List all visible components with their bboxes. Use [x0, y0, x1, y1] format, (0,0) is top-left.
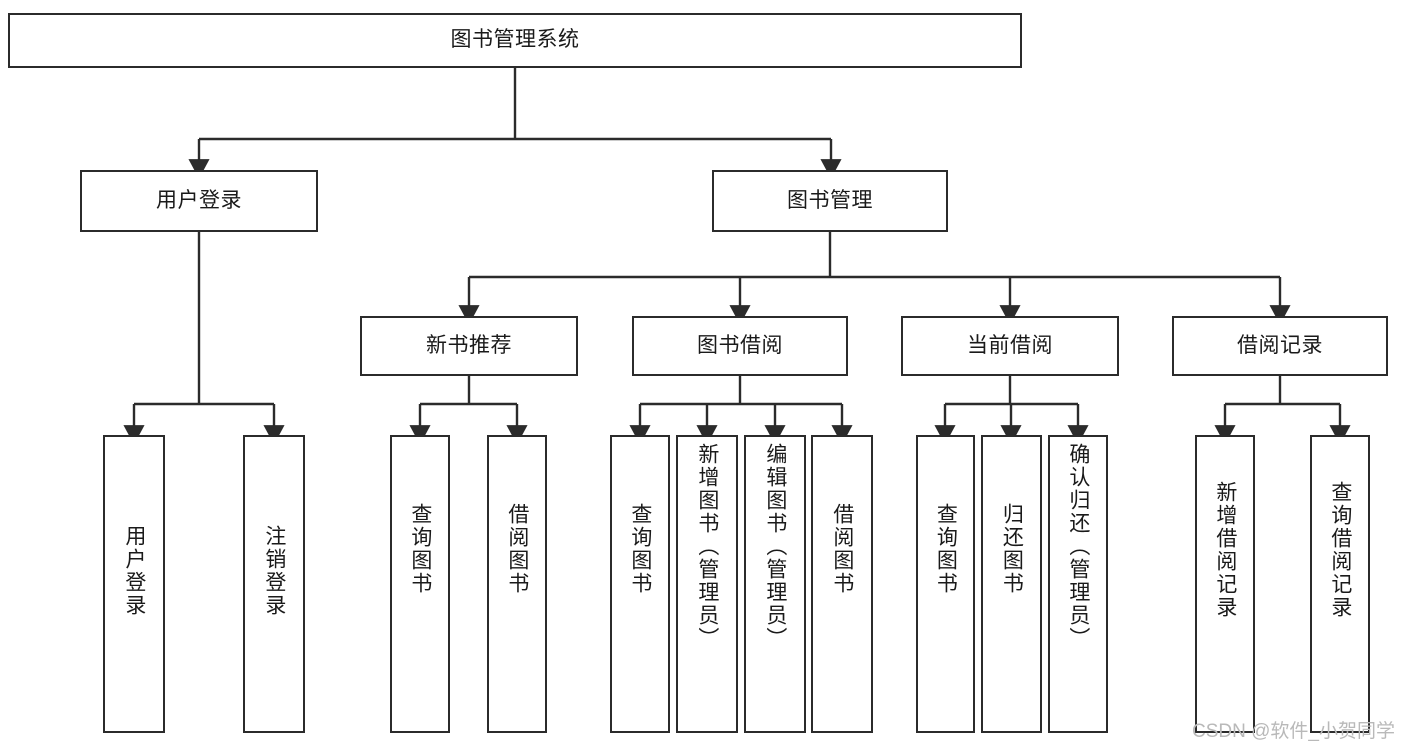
- node-label: 借阅图书: [830, 503, 854, 595]
- node-label: 图书借阅: [697, 333, 783, 357]
- node-label: 新增图书（管理员）: [695, 443, 719, 650]
- node-leaf-user-login[interactable]: 用户登录: [103, 435, 165, 733]
- node-label: 归还图书: [1000, 503, 1024, 595]
- node-leaf-logout[interactable]: 注销登录: [243, 435, 305, 733]
- node-leaf-return-book[interactable]: 归还图书: [981, 435, 1042, 733]
- node-book-manage[interactable]: 图书管理: [712, 170, 948, 232]
- node-label: 用户登录: [156, 188, 242, 212]
- node-label: 查询借阅记录: [1328, 481, 1352, 619]
- node-borrow-record[interactable]: 借阅记录: [1172, 316, 1388, 376]
- node-leaf-query-book-2[interactable]: 查询图书: [610, 435, 670, 733]
- node-new-book-rec[interactable]: 新书推荐: [360, 316, 578, 376]
- node-leaf-query-record[interactable]: 查询借阅记录: [1310, 435, 1370, 733]
- node-leaf-add-book[interactable]: 新增图书（管理员）: [676, 435, 738, 733]
- node-label: 查询图书: [934, 503, 958, 595]
- node-leaf-confirm-return[interactable]: 确认归还（管理员）: [1048, 435, 1108, 733]
- node-label: 借阅记录: [1237, 333, 1323, 357]
- node-leaf-add-record[interactable]: 新增借阅记录: [1195, 435, 1255, 733]
- node-label: 新书推荐: [426, 333, 512, 357]
- node-label: 图书管理系统: [450, 28, 580, 52]
- node-leaf-borrow-book-2[interactable]: 借阅图书: [811, 435, 873, 733]
- node-label: 新增借阅记录: [1213, 481, 1237, 619]
- node-label: 图书管理: [787, 188, 873, 212]
- node-label: 编辑图书（管理员）: [763, 443, 787, 650]
- node-current-borrow[interactable]: 当前借阅: [901, 316, 1119, 376]
- node-leaf-query-book-3[interactable]: 查询图书: [916, 435, 975, 733]
- node-label: 借阅图书: [505, 503, 529, 595]
- node-book-borrow[interactable]: 图书借阅: [632, 316, 848, 376]
- node-label: 确认归还（管理员）: [1066, 443, 1090, 650]
- node-label: 查询图书: [628, 503, 652, 595]
- node-leaf-borrow-book-1[interactable]: 借阅图书: [487, 435, 547, 733]
- node-label: 用户登录: [122, 525, 146, 617]
- node-label: 当前借阅: [967, 333, 1053, 357]
- watermark-text: CSDN @软件_小贺同学: [1192, 721, 1395, 742]
- node-label: 注销登录: [262, 525, 286, 617]
- node-user-login[interactable]: 用户登录: [80, 170, 318, 232]
- node-label: 查询图书: [408, 503, 432, 595]
- node-root[interactable]: 图书管理系统: [8, 13, 1022, 68]
- node-leaf-edit-book[interactable]: 编辑图书（管理员）: [744, 435, 806, 733]
- node-leaf-query-book-1[interactable]: 查询图书: [390, 435, 450, 733]
